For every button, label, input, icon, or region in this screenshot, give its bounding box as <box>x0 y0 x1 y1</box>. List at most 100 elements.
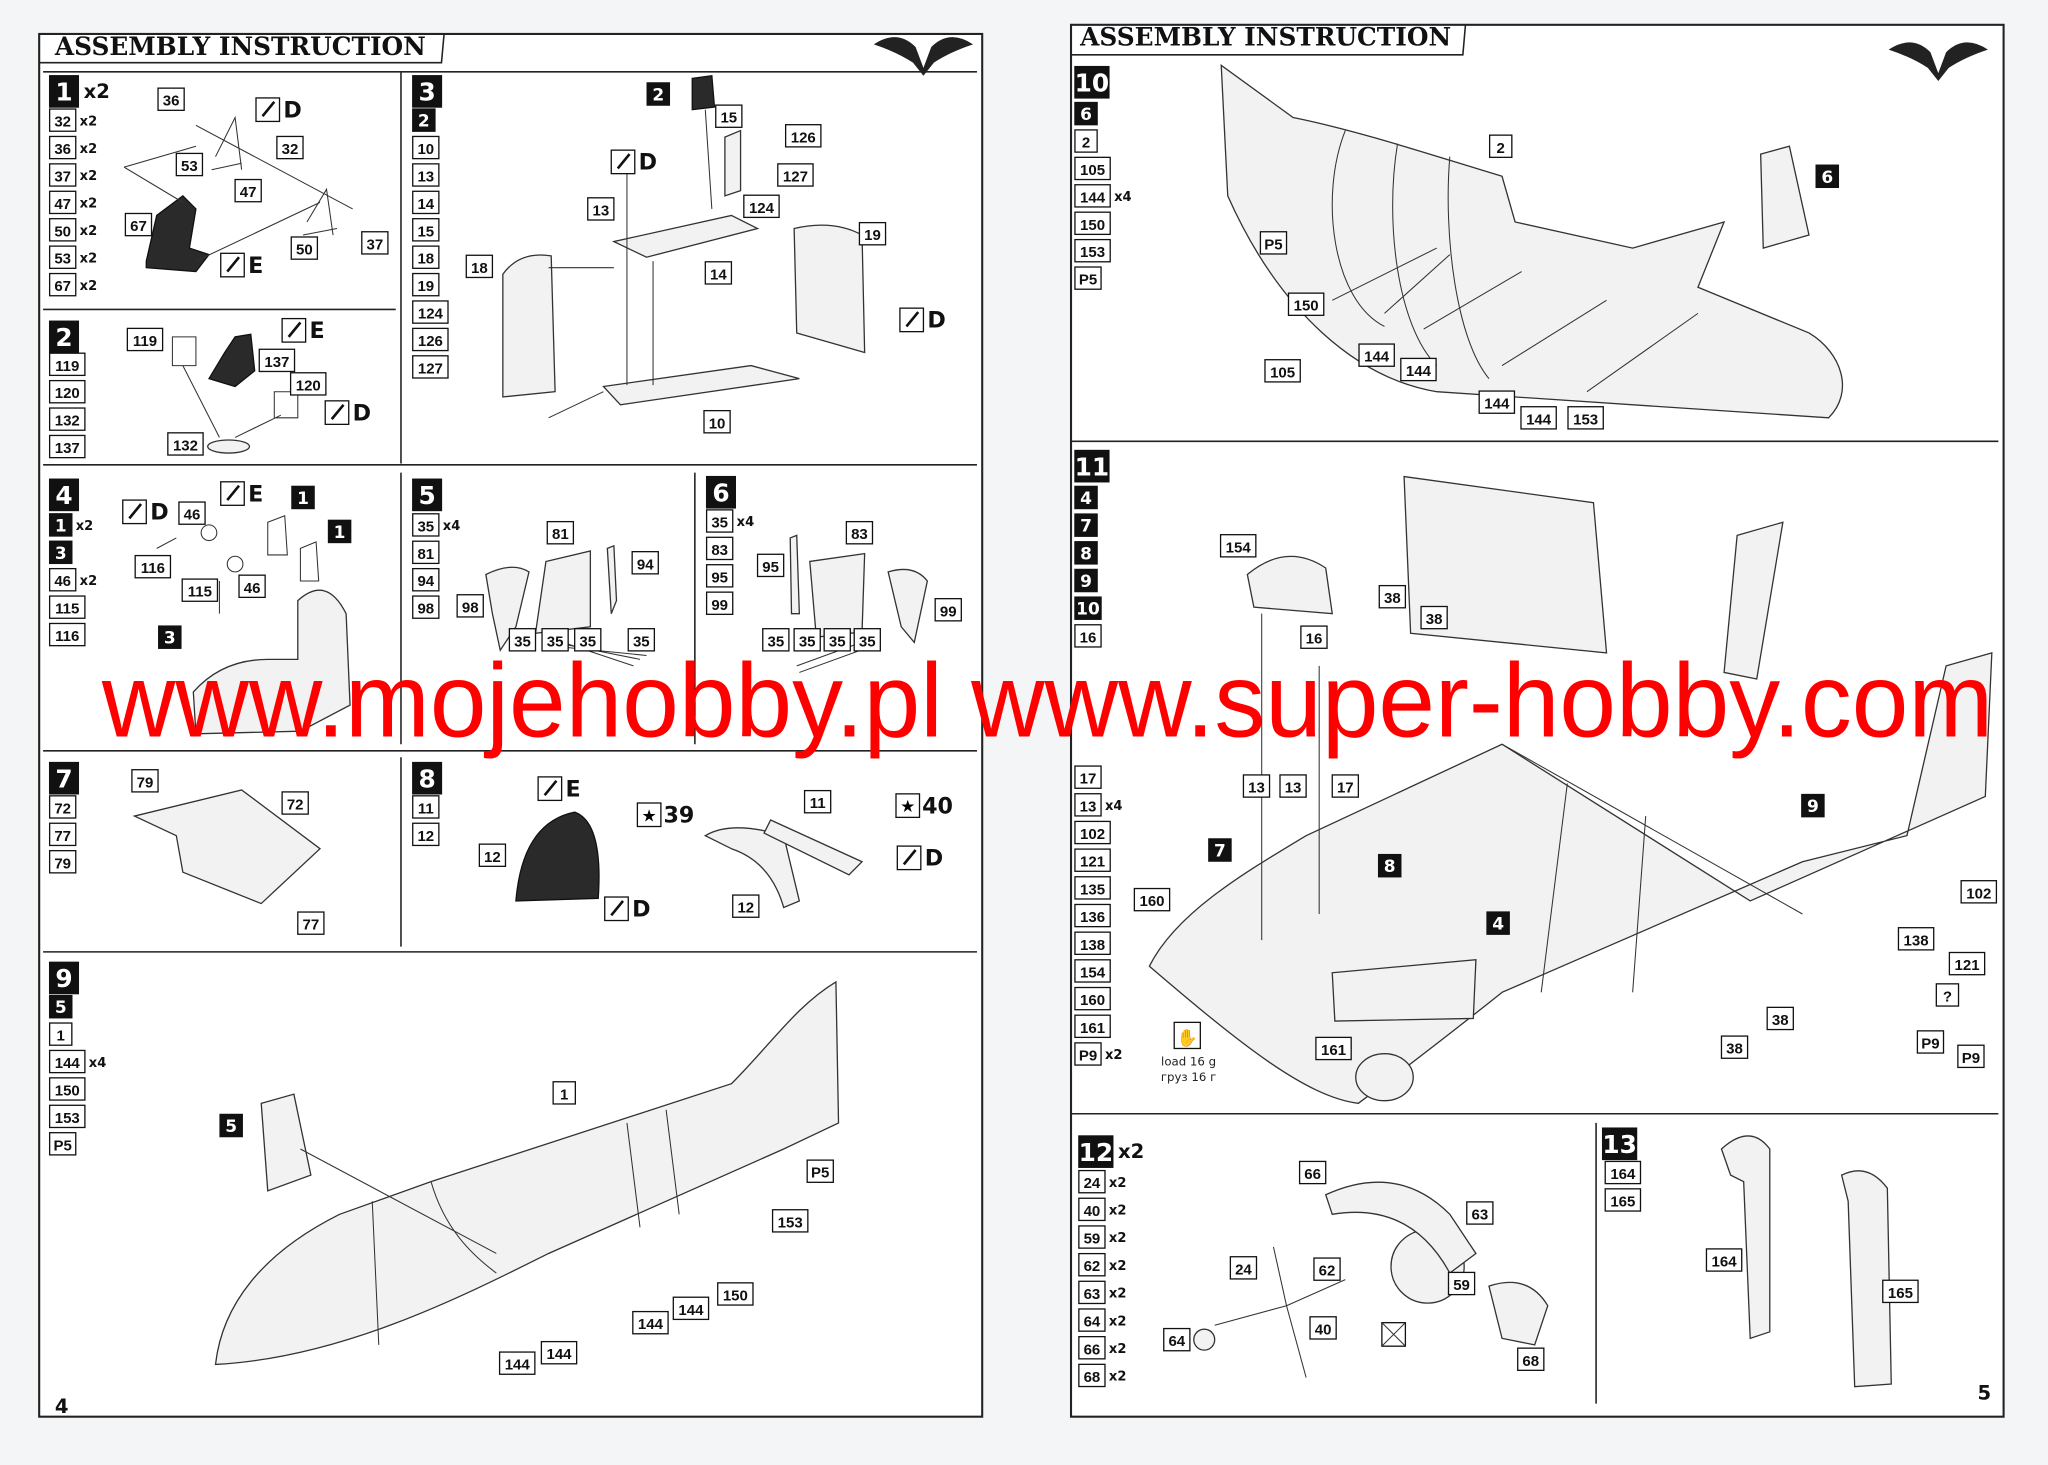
part-callout: 13 <box>587 197 615 221</box>
part-callout: 160 <box>1133 887 1171 912</box>
part-number: 1 <box>55 516 67 536</box>
parts-list-item: 59 <box>1078 1225 1106 1249</box>
part-number: 95 <box>762 559 779 576</box>
part-callout: 137 <box>258 348 296 373</box>
part-number: 16 <box>1080 629 1097 646</box>
part-callout: 102 <box>1960 880 1998 904</box>
part-number: 24 <box>1235 1261 1252 1278</box>
part-number: 7 <box>1080 517 1092 537</box>
part-number: 120 <box>55 385 80 402</box>
part-callout: 5 <box>219 1113 243 1138</box>
part-callout: 94 <box>631 551 659 575</box>
brush-glyph <box>226 484 241 501</box>
part-number: P5 <box>1264 236 1282 253</box>
parts-list-item: 17 <box>1074 765 1102 789</box>
part-number: 1 <box>334 523 346 543</box>
part-number: 46 <box>54 573 71 590</box>
part-number: 8 <box>1080 544 1092 564</box>
paint-color-letter: E <box>310 318 325 344</box>
right-header: ASSEMBLY INSTRUCTION <box>1071 23 1467 56</box>
paint-color-letter: E <box>566 776 581 802</box>
parts-list-item: 81 <box>412 540 440 565</box>
part-callout: D <box>604 896 651 923</box>
part-number: 126 <box>418 333 443 350</box>
decal-star-glyph: ★ <box>900 797 915 817</box>
part-callout: 37 <box>361 231 389 255</box>
part-number: 102 <box>1080 826 1105 843</box>
parts-list-item: 9 <box>1074 568 1098 593</box>
part-callout: 7 <box>1208 838 1232 862</box>
part-number: 94 <box>637 556 654 573</box>
part-callout: 38 <box>1420 605 1448 630</box>
part-callout: 35 <box>627 628 656 652</box>
part-callout: 150 <box>717 1282 754 1306</box>
part-number: 13 <box>1080 798 1097 815</box>
part-number: 35 <box>859 633 876 650</box>
part-number: 83 <box>711 542 728 559</box>
parts-list-item: 10 <box>412 135 440 160</box>
part-callout: 35 <box>823 628 851 652</box>
part-quantity: x2 <box>80 224 98 239</box>
step-number-box <box>412 761 443 795</box>
part-number: 150 <box>1294 298 1319 315</box>
part-number: 165 <box>1888 1285 1913 1302</box>
part-number: 6 <box>1080 105 1092 125</box>
right-page-title: ASSEMBLY INSTRUCTION <box>1079 23 1451 52</box>
part-callout: E <box>220 481 263 507</box>
part-quantity: x2 <box>80 279 98 294</box>
part-number: 160 <box>1080 992 1105 1009</box>
part-number: 64 <box>1168 1333 1185 1350</box>
parts-list-item: 4 <box>1074 485 1098 510</box>
part-number: 116 <box>55 628 79 645</box>
part-callout: 59 <box>1447 1271 1476 1296</box>
part-number: P5 <box>1079 272 1097 289</box>
part-number: 24 <box>1084 1175 1101 1192</box>
part-callout: 38 <box>1766 1006 1794 1031</box>
part-quantity: x2 <box>80 574 98 589</box>
part-number: 35 <box>514 633 531 650</box>
parts-list-item: 150 <box>1074 211 1111 236</box>
part-callout: 6 <box>1815 164 1840 189</box>
part-callout: 17 <box>1331 774 1360 798</box>
part-number: 16 <box>1306 631 1323 648</box>
part-callout: 38 <box>1720 1035 1749 1059</box>
part-number: 1 <box>57 1028 65 1045</box>
parts-list-item: 127 <box>412 355 449 379</box>
part-number: 5 <box>55 998 67 1018</box>
part-number: 40 <box>1315 1321 1332 1338</box>
part-number: 105 <box>1080 162 1105 179</box>
part-callout: 12 <box>732 894 760 918</box>
part-callout: 63 <box>1466 1201 1494 1225</box>
step-number: 6 <box>712 478 729 507</box>
part-number: 38 <box>1426 611 1443 628</box>
part-number: 38 <box>1384 590 1401 607</box>
part-callout: 81 <box>546 520 575 545</box>
part-number: 62 <box>1084 1258 1101 1275</box>
part-number: 138 <box>1080 937 1105 954</box>
part-callout: 11 <box>803 789 832 814</box>
brush-glyph <box>905 311 920 328</box>
parts-list-item: 164 <box>1604 1160 1642 1185</box>
part-number: 72 <box>54 800 71 817</box>
step-number-box <box>48 761 80 795</box>
part-callout: 12 <box>478 843 507 867</box>
parts-list-item: 144 <box>1074 184 1111 208</box>
part-number: 12 <box>484 849 501 866</box>
part-number: 37 <box>367 236 384 253</box>
parts-list-item: 98 <box>412 595 440 619</box>
step-multiplier: x2 <box>1118 1140 1144 1163</box>
part-number: 81 <box>552 526 569 543</box>
step-number-box <box>1074 449 1110 483</box>
part-callout: 66 <box>1298 1160 1327 1185</box>
part-callout: 13 <box>1242 774 1271 798</box>
parts-list-item: 136 <box>1074 903 1111 928</box>
part-quantity: x2 <box>80 169 98 184</box>
part-callout: 47 <box>234 178 262 203</box>
